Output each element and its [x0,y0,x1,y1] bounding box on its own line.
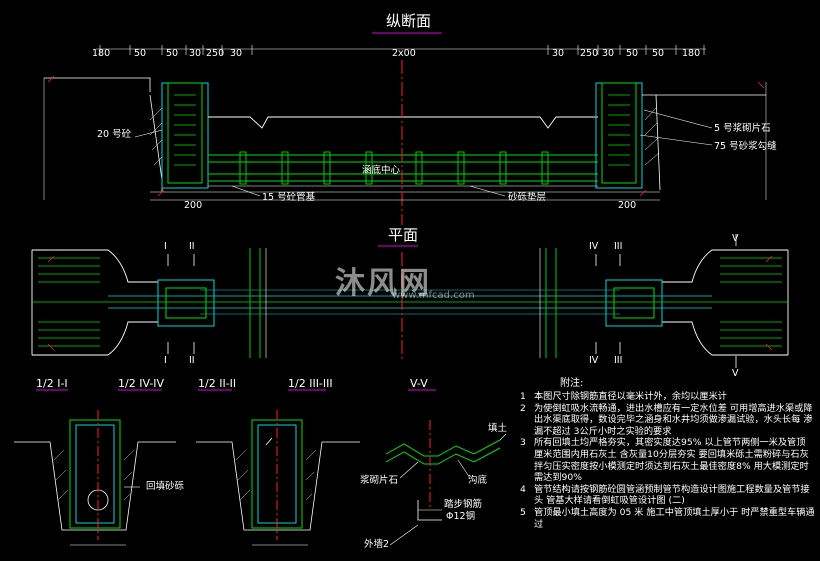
label-c20: 20 号砼 [97,129,132,140]
longitudinal-title: 纵断面 [386,12,432,30]
note-number: 3 [520,437,526,449]
label-m75-pointing: 75 号砂浆勾缝 [714,141,777,152]
label-ditch-bottom: 沟底 [468,475,488,486]
section-title-iv: 1/2 IV-IV [118,377,165,390]
watermark-logo: 沐风网 [335,266,431,301]
label-rebar-dia: Φ12钢 [446,511,476,522]
marker-iv-bottom: IV [589,355,599,366]
plan-view [31,234,789,368]
marker-i-bottom: I [164,355,167,366]
dim-top-50c: 50 [626,48,639,59]
marker-iv-top: IV [589,241,599,252]
dim-top-left: 180 [92,48,111,59]
dim-top-center: 2x00 [392,48,416,59]
marker-iii-top: III [614,241,623,252]
section-title-ii: 1/2 II-II [198,377,237,390]
dim-top-30a: 30 [189,48,202,59]
plan-title: 平面 [388,226,419,244]
note-text: 管顶最小填土高度为 05 米 施工中管顶填土厚小于 时严禁重型车辆通过 [534,506,815,530]
watermark-url: www.mfcad.com [392,290,475,301]
note-text: 所有回填土均严格夯实，其密实度达95% 以上管节两侧一米及管顶 厘米范围内用石灰… [534,437,809,484]
label-step-rebar: 踏步钢筋 [444,499,483,510]
dim-top-250b: 250 [580,48,599,59]
label-culvert-center: 涵底中心 [362,165,401,176]
note-item: 1 本图尺寸除钢筋直径以毫米计外，余均以厘米计 [520,391,816,403]
note-number: 5 [520,506,526,518]
dim-bottom-right: 200 [618,200,637,211]
note-number: 1 [520,391,526,402]
dim-top-30d: 30 [602,48,615,59]
note-item: 3 所有回填土均严格夯实，其密实度达95% 以上管节两侧一米及管顶 厘米范围内用… [520,437,816,483]
section-title-iii: 1/2 III-III [288,377,333,390]
dim-top-50d: 50 [652,48,665,59]
note-item: 2 为使倒虹吸水流畅通，进出水槽应有一定水位差 可用增高进水渠或降出水渠底取得，… [520,403,816,438]
label-stone-m5: 5 号浆砌片石 [714,123,771,134]
dim-top-250a: 250 [206,48,225,59]
note-number: 2 [520,402,526,414]
marker-v-top: V [732,233,739,244]
label-gravel-bed: 砂砾垫层 [508,192,547,203]
dim-top-30c: 30 [552,48,565,59]
dim-top-50a: 50 [134,48,147,59]
label-backfill-sand: 回填砂砾 [146,481,185,492]
note-item: 5 管顶最小填土高度为 05 米 施工中管顶填土厚小于 时严禁重型车辆通过 [520,507,816,530]
note-item: 4 管节结构请按钢筋砼圆管涵预制管节构造设计图施工程数量及管节接头 管基大样请看… [520,484,816,507]
section-title-i: 1/2 I-I [36,377,68,390]
label-c15-base: 15 号砼管基 [262,192,316,203]
marker-iii-bottom: III [614,355,623,366]
marker-i-top: I [164,241,167,252]
dim-top-30b: 30 [230,48,243,59]
note-text: 为使倒虹吸水流畅通，进出水槽应有一定水位差 可用增高进水渠或降出水渠底取得，数设… [534,402,813,437]
dim-bottom-left: 200 [184,200,203,211]
note-number: 4 [520,483,526,495]
label-fill: 填土 [488,423,508,434]
section-title-v: V-V [410,377,428,390]
notes-block: 附注: 1 本图尺寸除钢筋直径以毫米计外，余均以厘米计 2 为使倒虹吸水流畅通，… [520,374,816,530]
longitudinal-section [43,32,767,225]
marker-ii-bottom: II [189,355,195,366]
dim-top-right: 180 [682,48,701,59]
label-outer-wall: 外墙2 [364,539,390,550]
note-text: 本图尺寸除钢筋直径以毫米计外，余均以厘米计 [534,391,727,402]
notes-heading: 附注: [560,378,584,389]
dim-top-50b: 50 [166,48,179,59]
marker-v-bottom: V [732,368,739,379]
marker-ii-top: II [189,241,195,252]
label-stone-laid: 浆砌片石 [360,475,399,486]
note-text: 管节结构请按钢筋砼圆管涵预制管节构造设计图施工程数量及管节接头 管基大样请看倒虹… [534,483,810,507]
section-details [14,389,507,546]
